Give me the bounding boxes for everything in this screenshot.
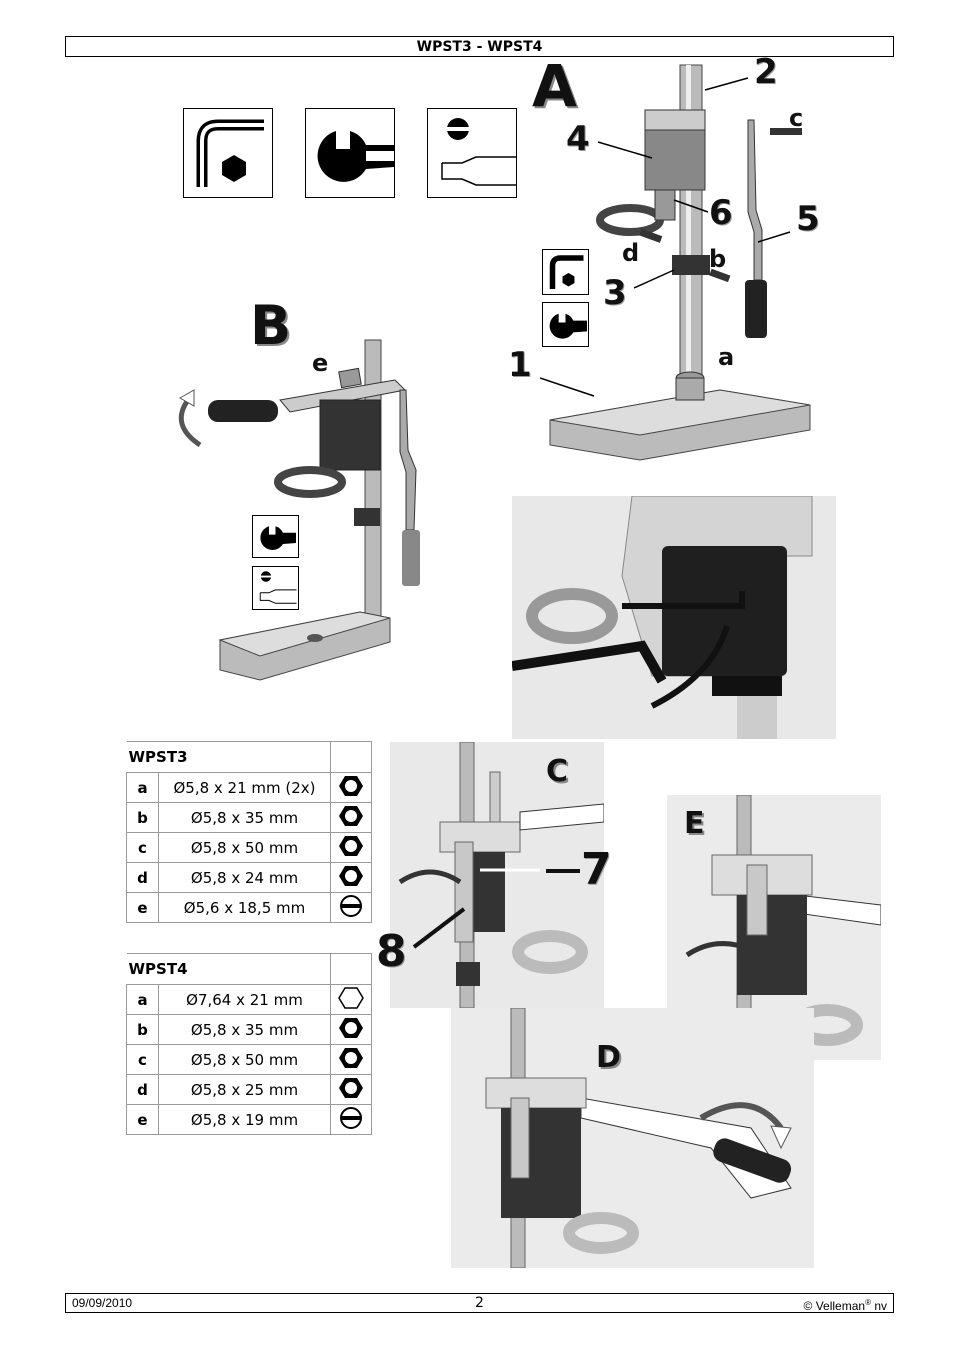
row-value: Ø5,8 x 24 mm bbox=[158, 862, 331, 893]
table-row: d Ø5,8 x 24 mm bbox=[126, 862, 372, 893]
hex-nut-icon bbox=[330, 1074, 372, 1105]
registered-mark: ® bbox=[865, 1298, 871, 1307]
table-row: c Ø5,8 x 50 mm bbox=[126, 832, 372, 863]
screwdriver-icon bbox=[259, 571, 297, 604]
figure-b-letter: B bbox=[250, 294, 292, 357]
row-key: e bbox=[126, 892, 159, 923]
photo-d-illustration bbox=[451, 1007, 814, 1269]
figure-a-drawing bbox=[540, 64, 811, 461]
callout-6: 6 bbox=[709, 193, 733, 233]
footer-date: 09/09/2010 bbox=[72, 1296, 133, 1310]
photo-c-illustration bbox=[390, 741, 605, 1009]
hex-key-icon bbox=[196, 119, 264, 187]
copyright-suffix: nv bbox=[870, 1299, 887, 1313]
parts-table-wpst4: WPST4 a Ø7,64 x 21 mm b Ø5,8 x 35 mm c Ø… bbox=[126, 953, 372, 1135]
callout-7: 7 bbox=[581, 844, 612, 895]
table-row: a Ø7,64 x 21 mm bbox=[126, 984, 372, 1015]
table-row: a Ø5,8 x 21 mm (2x) bbox=[126, 772, 372, 803]
callout-a: a bbox=[718, 343, 735, 371]
table-title: WPST3 bbox=[126, 741, 331, 773]
hex-outline-icon bbox=[330, 984, 372, 1015]
table-row: e Ø5,6 x 18,5 mm bbox=[126, 892, 372, 923]
callout-e: e bbox=[312, 349, 329, 377]
row-value: Ø5,8 x 21 mm (2x) bbox=[158, 772, 331, 803]
hex-nut-icon bbox=[330, 862, 372, 893]
page-title: WPST3 - WPST4 bbox=[416, 39, 543, 55]
row-key: e bbox=[126, 1104, 159, 1135]
figure-a-letter: A bbox=[532, 52, 577, 120]
photo-d bbox=[451, 1007, 814, 1269]
wrench-tool bbox=[305, 108, 395, 198]
row-key: c bbox=[126, 832, 159, 863]
figure-d-letter: D bbox=[596, 1040, 621, 1075]
small-hex-key-tool bbox=[542, 249, 589, 295]
hex-nut-icon bbox=[330, 772, 372, 803]
callout-5: 5 bbox=[796, 199, 820, 239]
row-value: Ø5,8 x 25 mm bbox=[158, 1074, 331, 1105]
table-row: c Ø5,8 x 50 mm bbox=[126, 1044, 372, 1075]
photo-e-illustration bbox=[667, 794, 882, 1061]
slot-screw-icon bbox=[330, 892, 372, 923]
hex-key-icon bbox=[549, 255, 584, 289]
hex-nut-icon bbox=[330, 802, 372, 833]
small-wrench-tool bbox=[542, 302, 589, 347]
wrench-icon bbox=[260, 526, 296, 550]
row-value: Ø5,8 x 50 mm bbox=[158, 832, 331, 863]
figure-b-drawing bbox=[178, 339, 420, 681]
table-row: e Ø5,8 x 19 mm bbox=[126, 1104, 372, 1135]
row-key: d bbox=[126, 862, 159, 893]
callout-c: c bbox=[789, 104, 804, 132]
wrench-icon bbox=[549, 313, 587, 339]
figure-e-letter: E bbox=[684, 806, 705, 841]
callout-7-leader bbox=[546, 869, 580, 873]
callout-8: 8 bbox=[376, 926, 407, 977]
photo-hex-key-storage bbox=[511, 495, 836, 739]
row-key: d bbox=[126, 1074, 159, 1105]
table-row: b Ø5,8 x 35 mm bbox=[126, 1014, 372, 1045]
hex-key-tool bbox=[183, 108, 273, 198]
row-key: b bbox=[126, 802, 159, 833]
row-key: a bbox=[126, 772, 159, 803]
row-key: c bbox=[126, 1044, 159, 1075]
screwdriver-icon bbox=[441, 118, 516, 186]
callout-d: d bbox=[622, 239, 640, 267]
row-value: Ø5,8 x 50 mm bbox=[158, 1044, 331, 1075]
footer-copyright: © Velleman® nv bbox=[804, 1294, 887, 1315]
callout-2: 2 bbox=[754, 52, 778, 92]
page-header: WPST3 - WPST4 bbox=[65, 36, 894, 57]
callout-b: b bbox=[709, 245, 727, 273]
wrench-icon bbox=[317, 131, 394, 182]
hex-nut-icon bbox=[330, 1014, 372, 1045]
hex-nut-icon bbox=[330, 1044, 372, 1075]
row-value: Ø5,6 x 18,5 mm bbox=[158, 892, 331, 923]
photo-illustration bbox=[511, 495, 836, 739]
figure-b-screwdriver-tool bbox=[252, 566, 299, 610]
row-value: Ø7,64 x 21 mm bbox=[158, 984, 331, 1015]
copyright-text: © Velleman bbox=[803, 1299, 866, 1313]
row-key: b bbox=[126, 1014, 159, 1045]
row-value: Ø5,8 x 19 mm bbox=[158, 1104, 331, 1135]
row-value: Ø5,8 x 35 mm bbox=[158, 1014, 331, 1045]
table-row: d Ø5,8 x 25 mm bbox=[126, 1074, 372, 1105]
callout-3: 3 bbox=[603, 273, 627, 313]
figure-b-wrench-tool bbox=[252, 515, 299, 558]
photo-c bbox=[390, 741, 605, 1009]
table-row: b Ø5,8 x 35 mm bbox=[126, 802, 372, 833]
table-title: WPST4 bbox=[126, 953, 331, 985]
row-value: Ø5,8 x 35 mm bbox=[158, 802, 331, 833]
callout-4: 4 bbox=[566, 119, 590, 159]
photo-e bbox=[667, 794, 882, 1061]
row-key: a bbox=[126, 984, 159, 1015]
callout-1: 1 bbox=[508, 345, 532, 385]
slot-screw-icon bbox=[330, 1104, 372, 1135]
footer-page-number: 2 bbox=[475, 1295, 484, 1311]
hex-nut-icon bbox=[330, 832, 372, 863]
page-footer: 09/09/2010 2 © Velleman® nv bbox=[65, 1293, 894, 1313]
parts-table-wpst3: WPST3 a Ø5,8 x 21 mm (2x) b Ø5,8 x 35 mm… bbox=[126, 741, 372, 923]
figure-c-letter: C bbox=[546, 754, 569, 789]
screwdriver-tool bbox=[427, 108, 517, 198]
callout-8-leader bbox=[412, 907, 466, 949]
